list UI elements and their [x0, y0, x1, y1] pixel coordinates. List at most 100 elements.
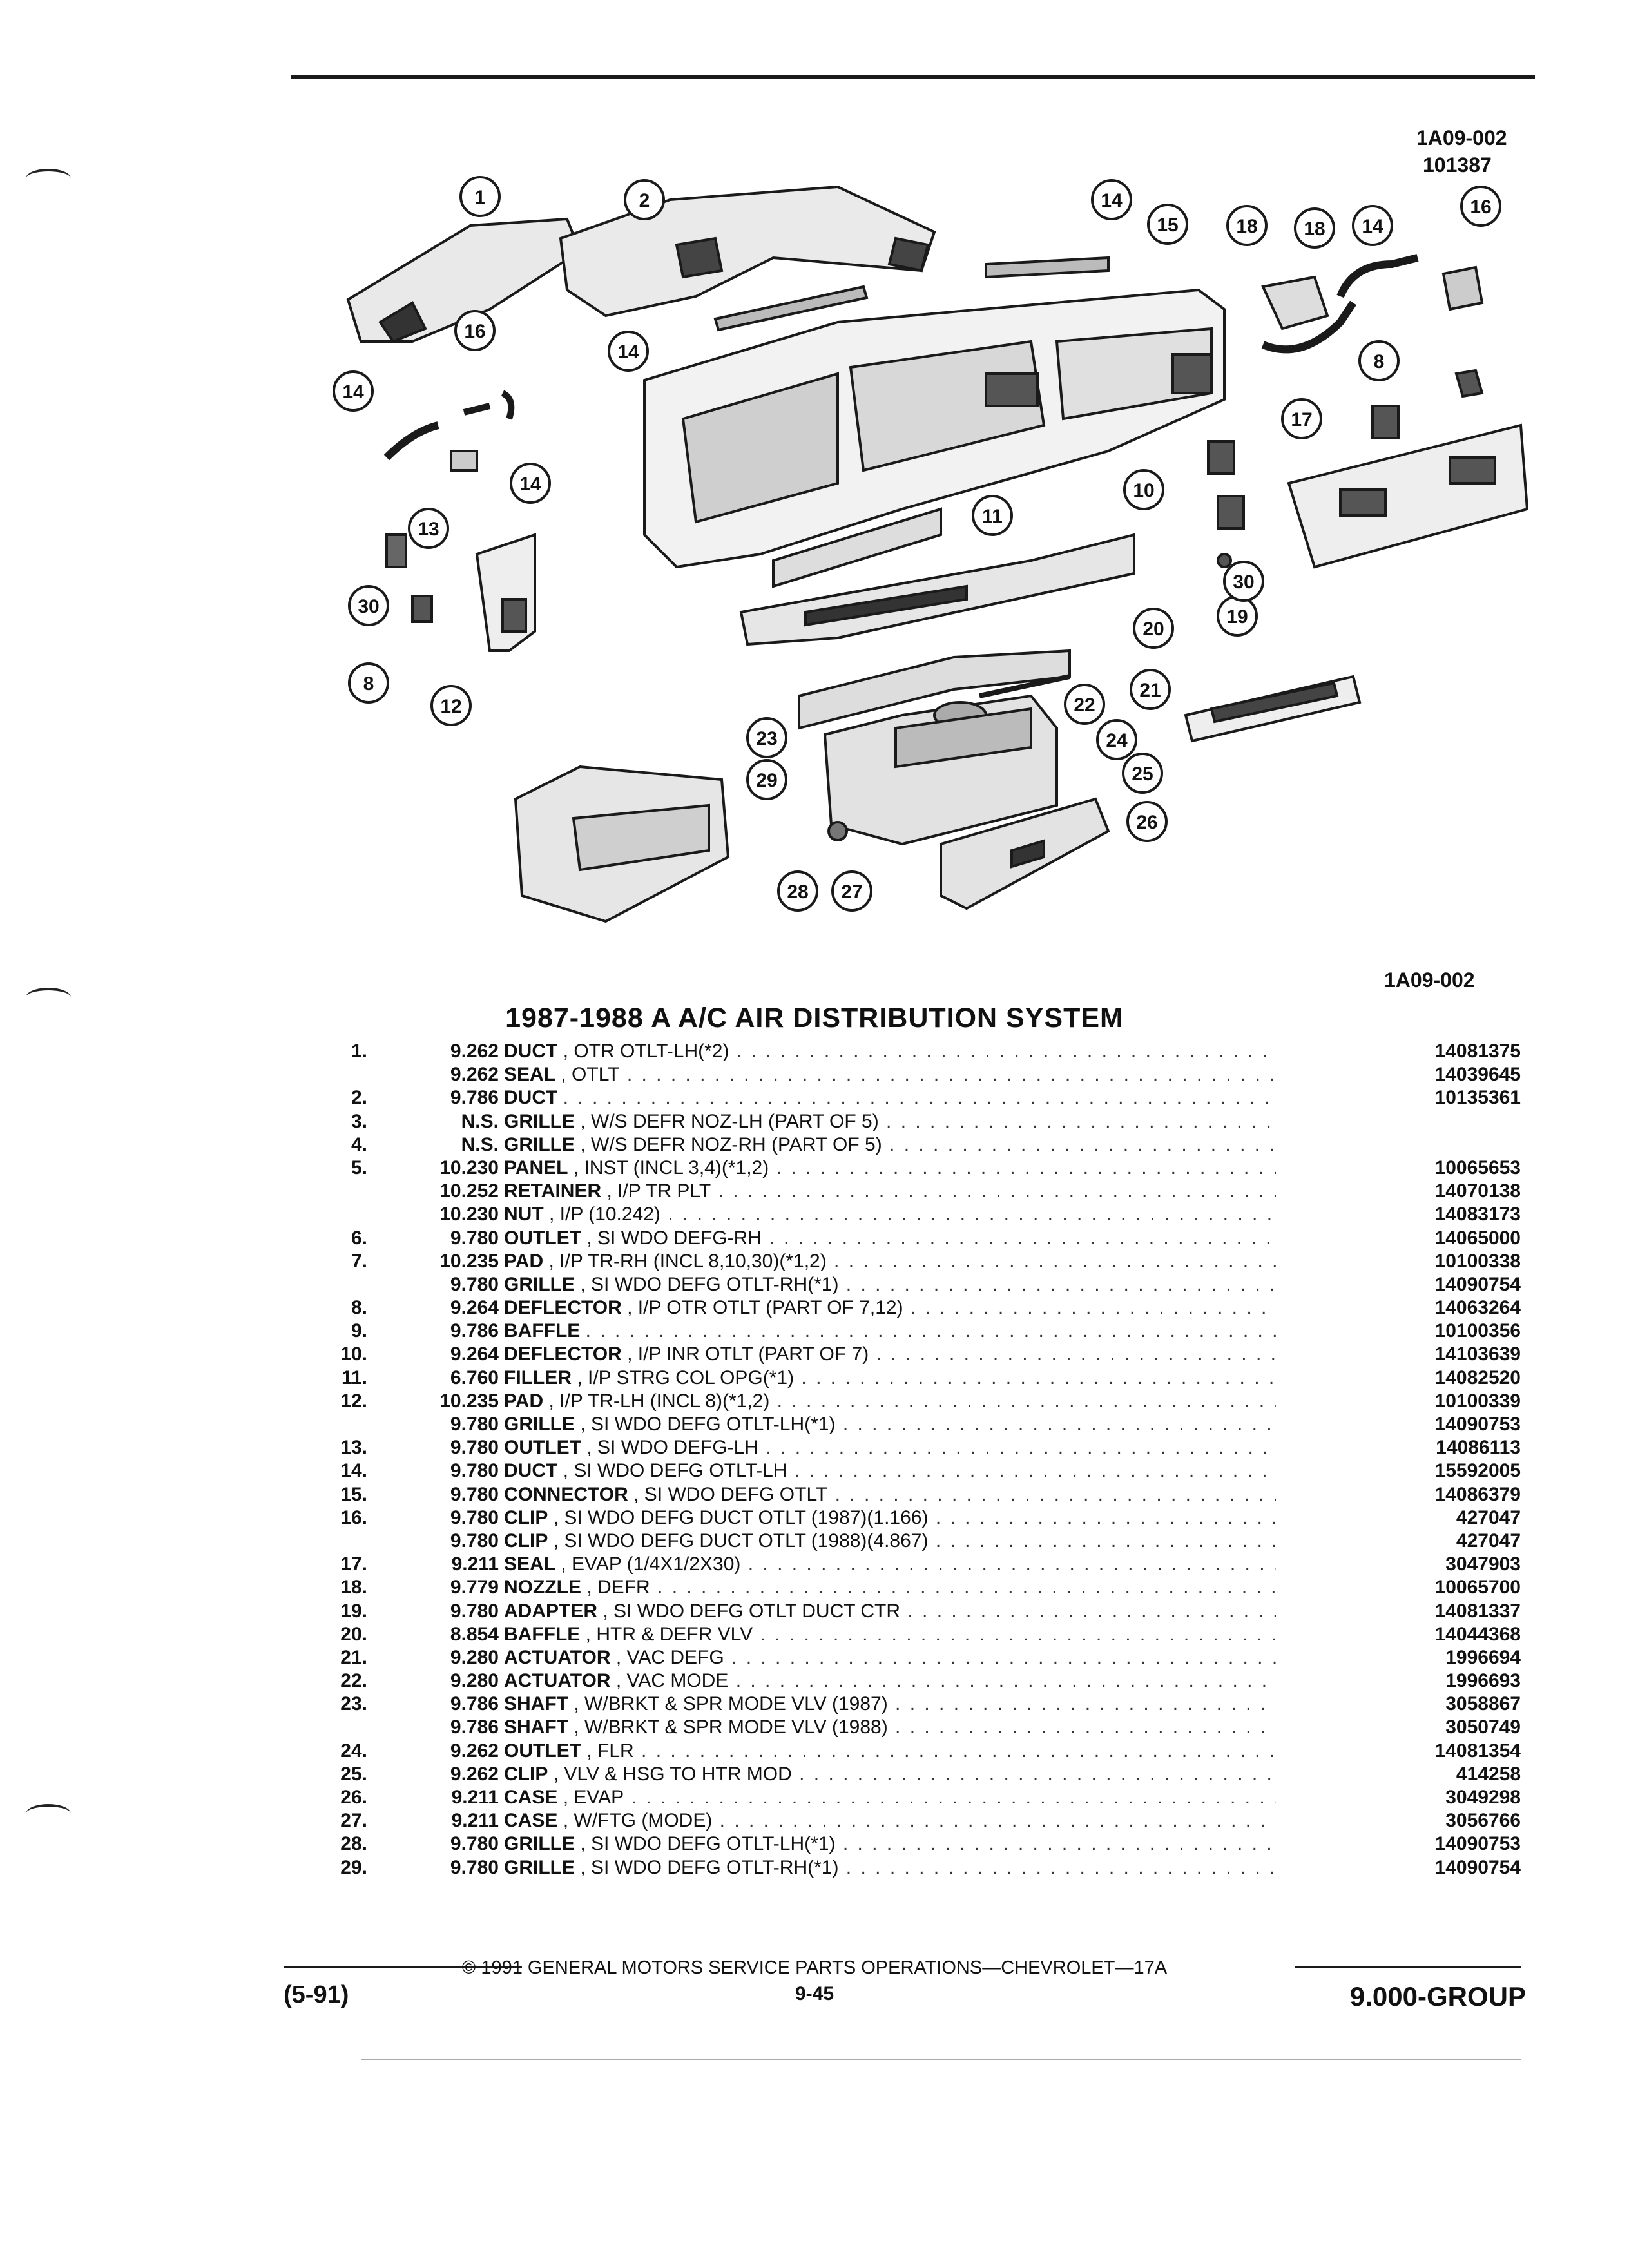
- part-description: SEAL , EVAP (1/4X1/2X30) . . . . . . . .…: [504, 1553, 1276, 1576]
- part-name: GRILLE: [504, 1133, 575, 1155]
- part-number: 1996694: [1445, 1646, 1521, 1668]
- callout-label: 10: [1133, 480, 1154, 501]
- callout-label: 28: [787, 881, 808, 903]
- item-number: 17.: [340, 1553, 367, 1575]
- part-number: 14103639: [1434, 1343, 1521, 1365]
- callout-label: 14: [617, 341, 639, 363]
- item-number: 13.: [340, 1437, 367, 1459]
- group-number: 9.786: [450, 1716, 499, 1738]
- part-description: CLIP , VLV & HSG TO HTR MOD . . . . . . …: [504, 1763, 1276, 1786]
- group-number: 9.780: [450, 1833, 499, 1855]
- part-desc: , SI WDO DEFG OTLT-LH: [563, 1460, 787, 1482]
- diagram-parts: [346, 185, 1529, 923]
- part-desc: , SI WDO DEFG DUCT OTLT (1988)(4.867): [553, 1530, 929, 1552]
- leader-dots: . . . . . . . . . . . . . . . . . . . . …: [845, 1856, 1276, 1878]
- leader-dots: . . . . . . . . . . . . . . . . . . . . …: [731, 1646, 1276, 1668]
- part-description: CASE , W/FTG (MODE) . . . . . . . . . . …: [504, 1809, 1276, 1832]
- part-name: NOZZLE: [504, 1577, 581, 1599]
- item-number: 19.: [340, 1600, 367, 1622]
- part-description: DUCT , OTR OTLT-LH(*2) . . . . . . . . .…: [504, 1040, 1276, 1063]
- part-description: OUTLET , SI WDO DEFG-LH . . . . . . . . …: [504, 1436, 1276, 1459]
- group-number: 9.780: [450, 1273, 499, 1295]
- leader-dots: . . . . . . . . . . . . . . . . . . . . …: [794, 1460, 1276, 1482]
- group-number: 9.786: [450, 1693, 499, 1715]
- figure-code: 1A09-002: [1416, 126, 1507, 149]
- part-desc: , I/P TR-LH (INCL 8)(*1,2): [548, 1390, 770, 1412]
- part-description: PANEL , INST (INCL 3,4)(*1,2) . . . . . …: [504, 1157, 1276, 1180]
- group-number: 9.264: [450, 1343, 499, 1365]
- group-number: 6.760: [450, 1367, 499, 1389]
- group-number: 9.211: [451, 1553, 499, 1575]
- callout-label: 25: [1132, 764, 1153, 785]
- part-description: OUTLET , FLR . . . . . . . . . . . . . .…: [504, 1740, 1276, 1763]
- part-name: GRILLE: [504, 1273, 575, 1295]
- part-name: OUTLET: [504, 1227, 581, 1249]
- part-description: GRILLE , SI WDO DEFG OTLT-LH(*1) . . . .…: [504, 1413, 1276, 1436]
- leader-dots: . . . . . . . . . . . . . . . . . . . . …: [842, 1414, 1276, 1435]
- item-number: 7.: [351, 1250, 367, 1272]
- part-number: 3047903: [1445, 1553, 1521, 1575]
- leader-dots: . . . . . . . . . . . . . . . . . . . . …: [935, 1506, 1276, 1528]
- part-name: GRILLE: [504, 1856, 575, 1878]
- item-number: 16.: [340, 1506, 367, 1528]
- callout-label: 12: [440, 696, 461, 717]
- part-desc: , SI WDO DEFG OTLT-LH(*1): [580, 1833, 836, 1855]
- footer-rule-right: [1295, 1966, 1521, 1968]
- group-number: 9.780: [450, 1437, 499, 1459]
- group-number: 10.230: [439, 1204, 499, 1225]
- item-number: 14.: [340, 1460, 367, 1482]
- part-name: ACTUATOR: [504, 1670, 611, 1692]
- group-code: 9.000-GROUP: [1349, 1981, 1526, 2012]
- part-desc: , I/P INR OTLT (PART OF 7): [627, 1343, 869, 1365]
- part-description: BAFFLE , HTR & DEFR VLV . . . . . . . . …: [504, 1623, 1276, 1646]
- part-desc: , EVAP: [563, 1787, 624, 1808]
- callout-label: 14: [342, 381, 364, 403]
- callout-label: 18: [1236, 216, 1257, 237]
- group-number: N.S.: [461, 1110, 499, 1132]
- part-name: NUT: [504, 1204, 544, 1225]
- part-description: GRILLE , SI WDO DEFG OTLT-RH(*1) . . . .…: [504, 1273, 1276, 1296]
- callout-label: 17: [1291, 409, 1312, 430]
- part-desc: , SI WDO DEFG OTLT: [633, 1483, 828, 1505]
- part-number: 14081375: [1434, 1041, 1521, 1062]
- leader-dots: . . . . . . . . . . . . . . . . . . . . …: [585, 1320, 1276, 1342]
- part-name: DEFLECTOR: [504, 1343, 622, 1365]
- part-name: BAFFLE: [504, 1623, 581, 1645]
- item-number: 23.: [340, 1693, 367, 1715]
- callout-label: 16: [1470, 197, 1491, 218]
- part-number: 10135361: [1434, 1087, 1521, 1109]
- part-desc: , OTR OTLT-LH(*2): [563, 1041, 729, 1062]
- part-number: 14082520: [1434, 1367, 1521, 1389]
- leader-dots: . . . . . . . . . . . . . . . . . . . . …: [834, 1483, 1276, 1505]
- part-description: BAFFLE . . . . . . . . . . . . . . . . .…: [504, 1320, 1276, 1343]
- part-desc: , I/P (10.242): [549, 1204, 660, 1225]
- leader-dots: . . . . . . . . . . . . . . . . . . . . …: [889, 1133, 1276, 1155]
- part-name: ACTUATOR: [504, 1646, 611, 1668]
- leader-dots: . . . . . . . . . . . . . . . . . . . . …: [631, 1787, 1276, 1808]
- group-number: 9.780: [450, 1530, 499, 1552]
- part-name: SEAL: [504, 1064, 556, 1086]
- part-name: PAD: [504, 1250, 544, 1272]
- part-name: RETAINER: [504, 1180, 602, 1202]
- part-description: NOZZLE , DEFR . . . . . . . . . . . . . …: [504, 1576, 1276, 1599]
- part-name: GRILLE: [504, 1414, 575, 1435]
- part-desc: , W/BRKT & SPR MODE VLV (1987): [574, 1693, 888, 1715]
- part-description: SEAL , OTLT . . . . . . . . . . . . . . …: [504, 1063, 1276, 1086]
- group-number: 10.235: [439, 1390, 499, 1412]
- leader-dots: . . . . . . . . . . . . . . . . . . . . …: [657, 1577, 1276, 1599]
- item-number: 24.: [340, 1740, 367, 1762]
- callout-label: 13: [418, 519, 439, 540]
